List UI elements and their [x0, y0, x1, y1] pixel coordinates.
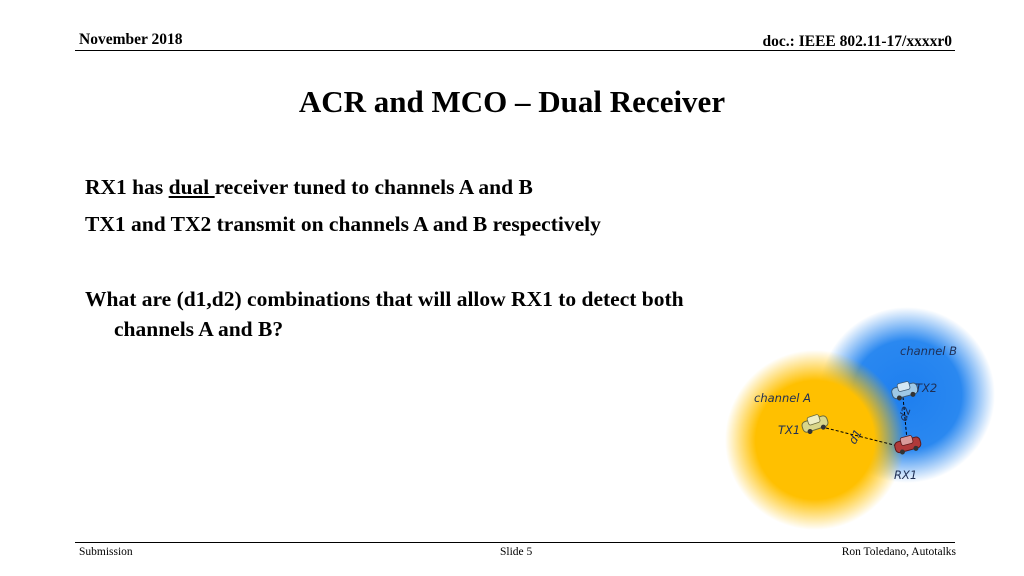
footer-submission: Submission — [79, 546, 133, 558]
channel-a-coverage — [725, 350, 905, 530]
channel-b-label: channel B — [900, 344, 957, 358]
body-line-1-underlined: dual — [168, 175, 215, 199]
tx2-car-icon — [891, 381, 919, 401]
tx2-label: TX2 — [915, 381, 937, 395]
footer-divider — [75, 542, 955, 543]
header-divider — [75, 50, 955, 51]
slide-title: ACR and MCO – Dual Receiver — [298, 84, 726, 119]
d1-label: d1 — [845, 427, 864, 447]
rx1-label: RX1 — [894, 468, 917, 482]
tx1-label: TX1 — [778, 423, 800, 437]
channel-a-label: channel A — [754, 391, 811, 405]
body-line-2: TX1 and TX2 transmit on channels A and B… — [85, 212, 601, 236]
tx1-car-icon — [801, 414, 829, 434]
header-doc-id: doc.: IEEE 802.11-17/xxxxr0 — [762, 33, 952, 50]
body-line-1-end: receiver tuned to channels A and B — [214, 175, 533, 199]
rx1-car-icon — [894, 435, 922, 455]
footer-slide-number: Slide 5 — [500, 546, 533, 558]
d2-line — [902, 396, 908, 441]
header-date: November 2018 — [79, 31, 183, 48]
d2-label: d2 — [896, 404, 914, 423]
question-line-1: What are (d1,d2) combinations that will … — [85, 287, 684, 311]
body-line-1: RX1 has dual receiver tuned to channels … — [85, 174, 533, 200]
body-line-1-start: RX1 has — [85, 175, 169, 199]
d1-line — [825, 427, 903, 448]
question-line-2: channels A and B? — [114, 317, 284, 341]
footer-author: Ron Toledano, Autotalks — [841, 546, 956, 558]
